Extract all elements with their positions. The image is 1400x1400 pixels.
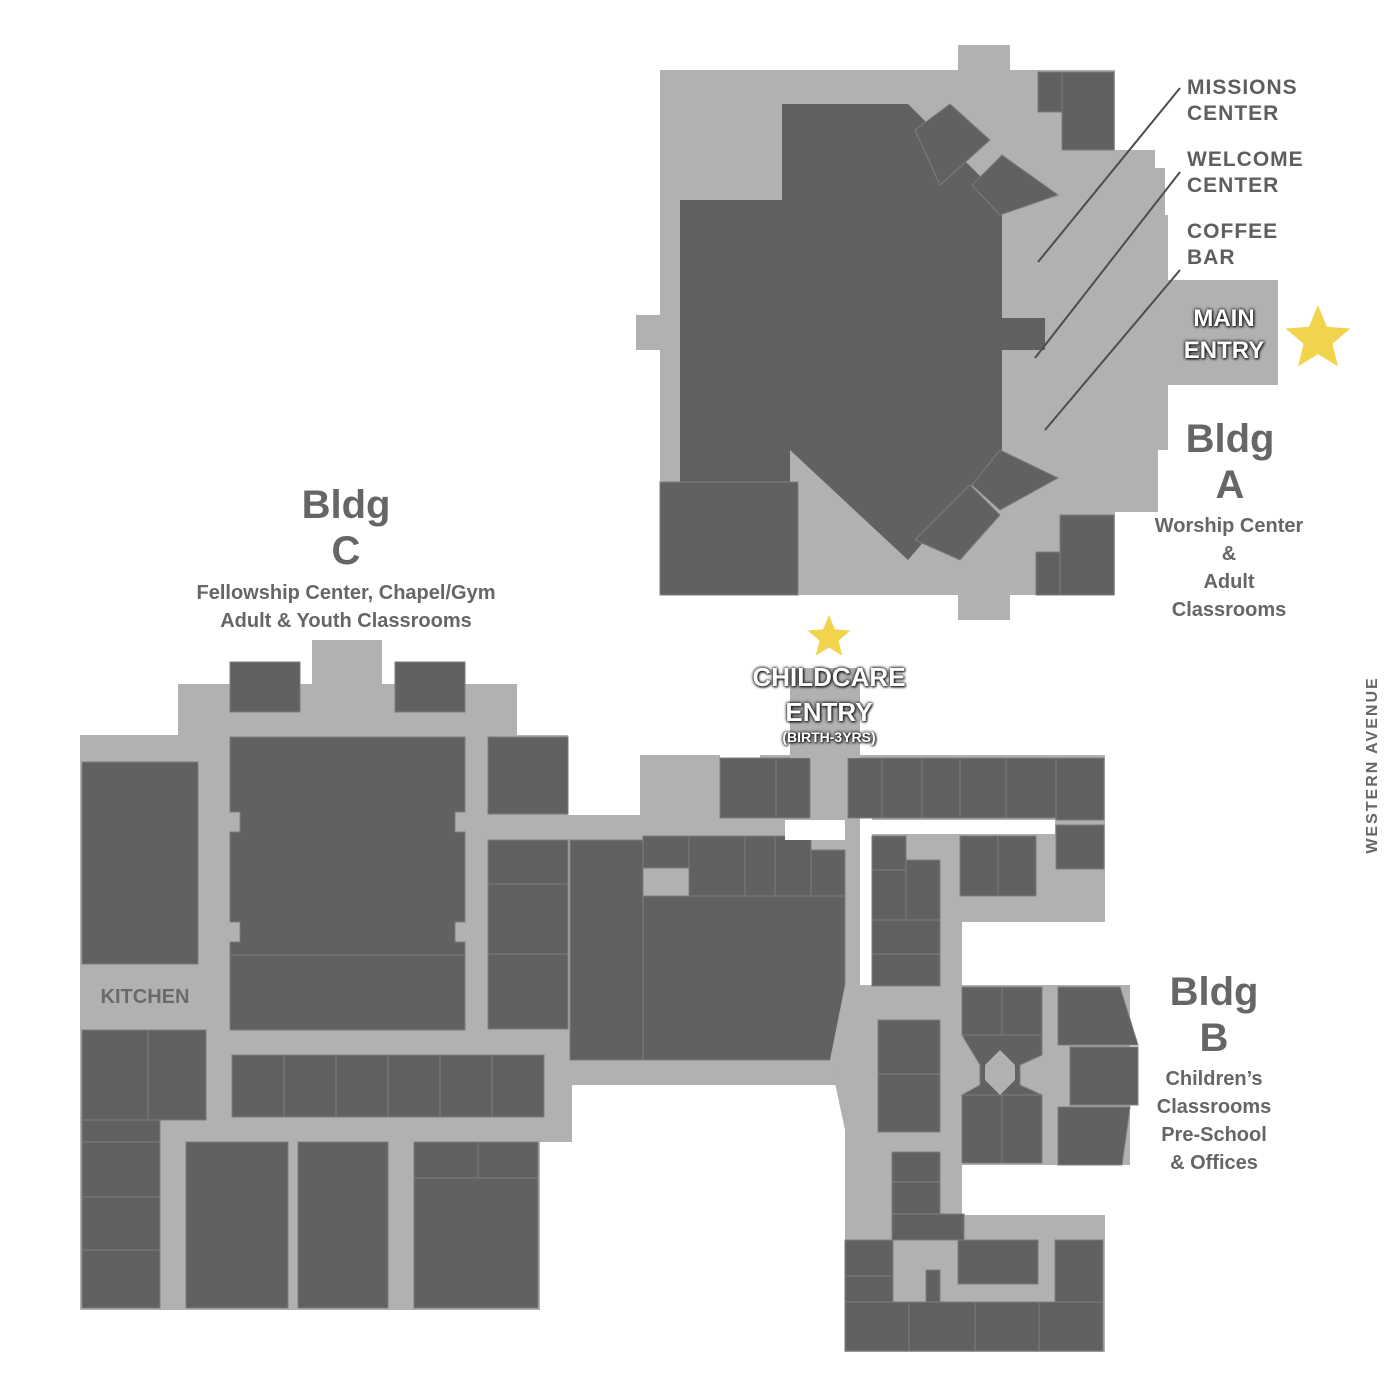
star-icon [1285, 305, 1351, 367]
building-b-description: Children’s Classrooms Pre-School & Offic… [1156, 1068, 1272, 1174]
building-b [719, 755, 1139, 1352]
main-entry-label: MAIN ENTRY [1183, 305, 1265, 364]
building-b-title: Bldg B [1169, 970, 1259, 1060]
coffee-bar-label: COFFEE BAR [1187, 220, 1279, 269]
childcare-entry-label: CHILDCARE ENTRY (BIRTH-3YRS) [752, 662, 906, 745]
missions-center-label: MISSIONS CENTER [1187, 76, 1298, 125]
worship-center [680, 104, 1045, 560]
building-c-description: Fellowship Center, Chapel/Gym Adult & Yo… [196, 582, 496, 632]
star-icon [807, 615, 851, 656]
street-label: WESTERN AVENUE [1364, 676, 1381, 854]
building-c [80, 640, 860, 1310]
building-a [636, 45, 1278, 620]
building-a-title: Bldg A [1185, 417, 1275, 507]
building-c-title: Bldg C [301, 483, 391, 573]
welcome-center-label: WELCOME CENTER [1187, 148, 1304, 197]
kitchen-label: KITCHEN [100, 986, 190, 1008]
building-a-description: Worship Center & Adult Classrooms [1154, 515, 1304, 621]
